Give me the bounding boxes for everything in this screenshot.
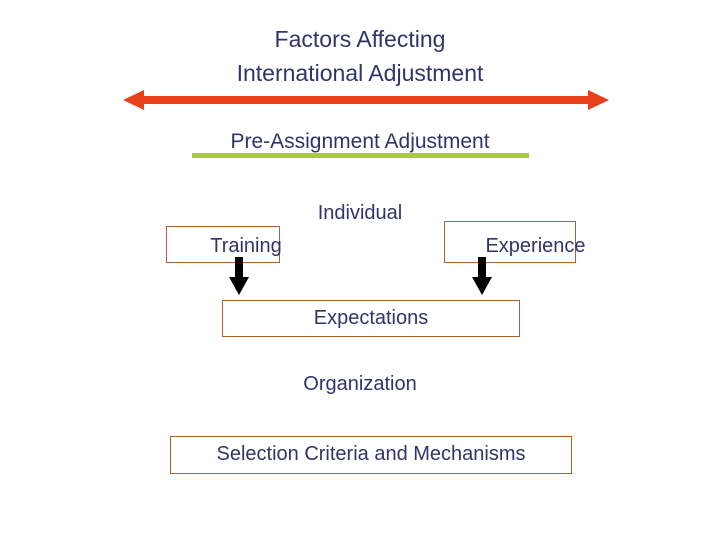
down-arrow-experience-icon (472, 257, 492, 295)
selection-criteria-box-label: Selection Criteria and Mechanisms (216, 443, 526, 465)
organization-heading: Organization (303, 373, 417, 395)
horizontal-double-arrow-icon (123, 90, 609, 110)
training-box-label: Training (210, 235, 282, 257)
pre-assignment-underline (192, 153, 529, 158)
experience-box-label: Experience (485, 235, 586, 257)
down-arrow-training-icon (229, 257, 249, 295)
title-line-1: Factors Affecting (274, 26, 446, 52)
individual-heading: Individual (317, 202, 403, 224)
experience-box[interactable] (444, 221, 576, 263)
selection-criteria-box[interactable] (170, 436, 572, 474)
title-line-2: International Adjustment (236, 60, 484, 86)
pre-assignment-heading: Pre-Assignment Adjustment (230, 130, 490, 153)
training-box[interactable] (166, 226, 280, 263)
expectations-box-label: Expectations (313, 307, 429, 329)
expectations-box[interactable] (222, 300, 520, 337)
